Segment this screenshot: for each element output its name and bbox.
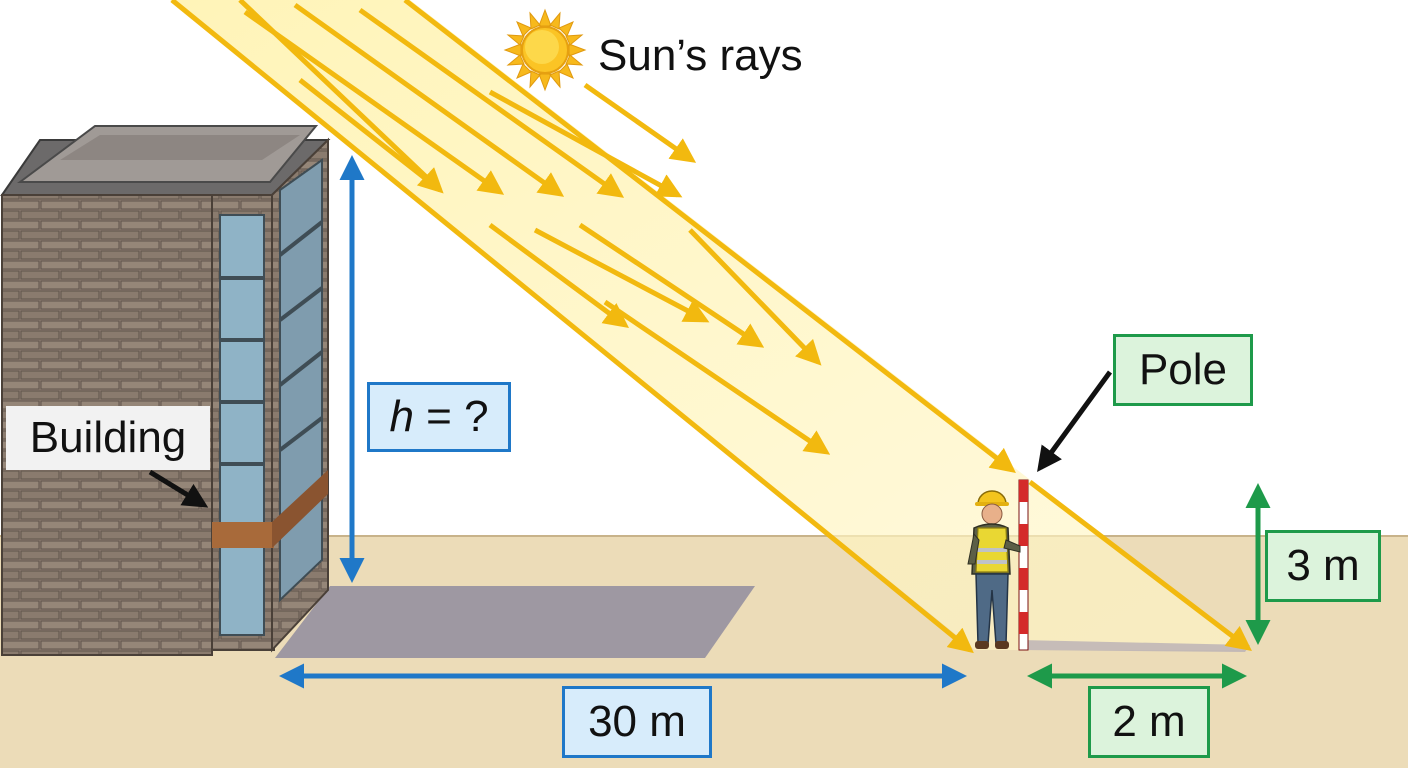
sun-icon bbox=[503, 8, 587, 92]
pole-label: Pole bbox=[1138, 345, 1228, 394]
pole-pointer bbox=[1037, 370, 1113, 473]
building bbox=[0, 125, 331, 656]
building-label: Building bbox=[29, 413, 187, 462]
sun-rays bbox=[170, 0, 1252, 654]
building-height-var: h bbox=[389, 392, 414, 441]
pole-shadow-label-box: 2 m bbox=[1088, 686, 1210, 758]
sun-rays-label: Sun’s rays bbox=[598, 31, 803, 80]
worker-icon bbox=[967, 490, 1021, 649]
pole-label-box: Pole bbox=[1113, 334, 1253, 406]
pole-shadow-label: 2 m bbox=[1112, 697, 1186, 746]
building-shadow bbox=[275, 586, 755, 658]
building-height-rest: = ? bbox=[413, 392, 489, 441]
pole-height-label-box: 3 m bbox=[1265, 530, 1381, 602]
pole bbox=[1018, 479, 1029, 651]
pole-shadow bbox=[1020, 640, 1250, 652]
building-pointer bbox=[148, 469, 209, 508]
building-shadow-label-box: 30 m bbox=[562, 686, 712, 758]
building-shadow-label: 30 m bbox=[588, 697, 686, 746]
building-label-box: Building bbox=[6, 406, 210, 470]
building-height-label-box: h = ? bbox=[367, 382, 511, 452]
sun-beam bbox=[170, 0, 1250, 650]
pole-height-label: 3 m bbox=[1286, 541, 1360, 590]
